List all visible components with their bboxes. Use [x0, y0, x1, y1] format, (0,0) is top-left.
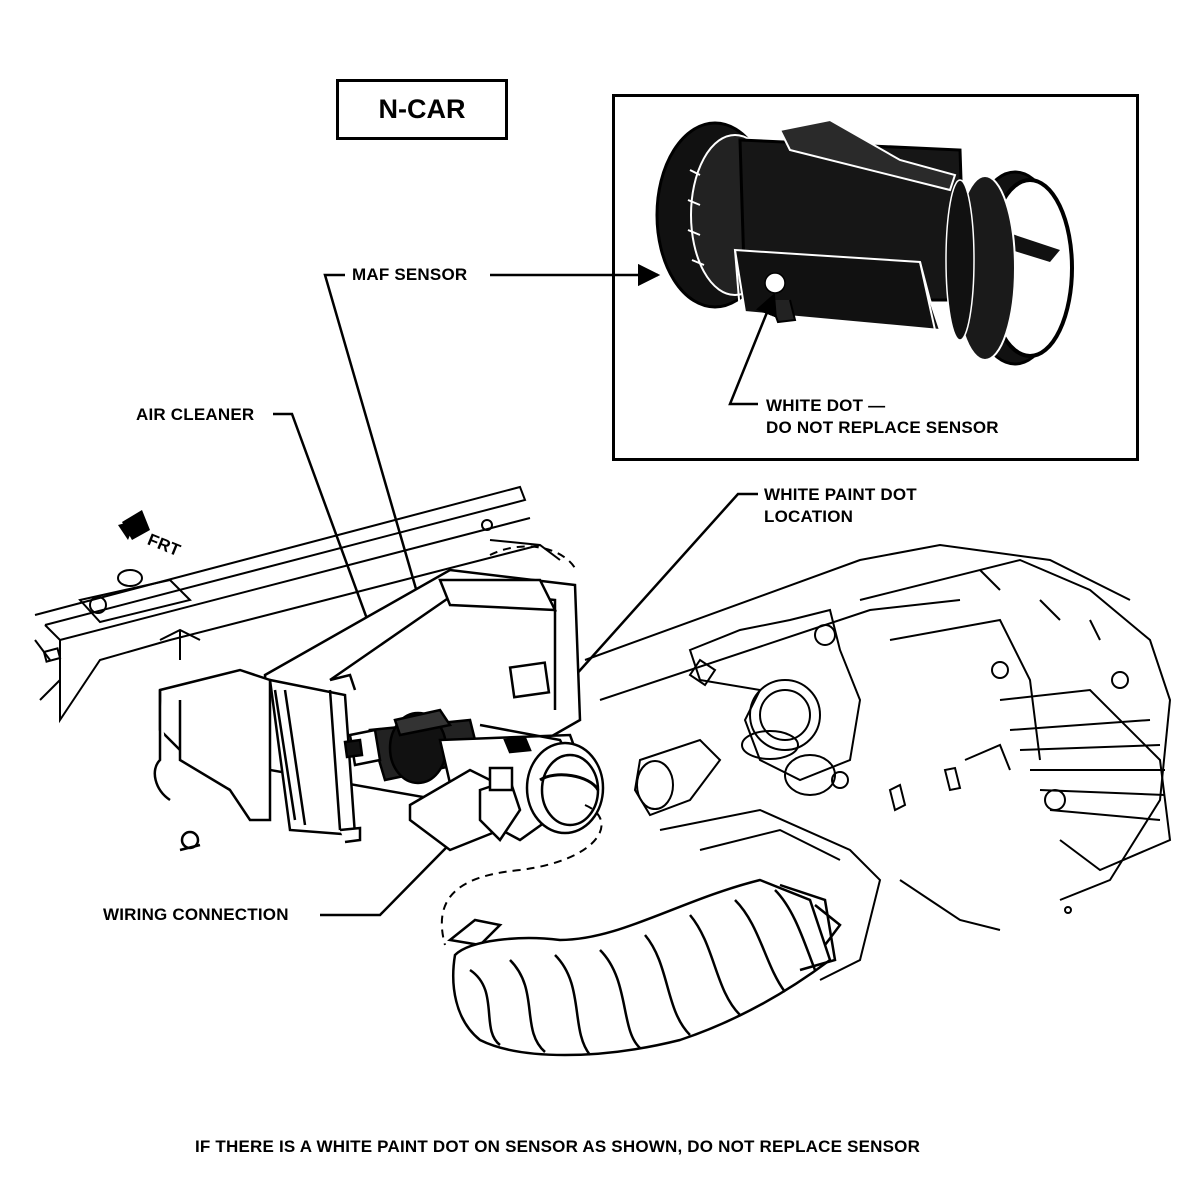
white-dot-marker — [764, 272, 786, 294]
white-dot-label-line2: DO NOT REPLACE SENSOR — [766, 418, 999, 437]
white-dot-label-line1: WHITE DOT — — [766, 396, 886, 415]
engine-throttle-body-drawing — [584, 543, 1172, 981]
inset-detail-frame — [612, 94, 1139, 461]
front-direction-arrow — [118, 510, 150, 540]
air-cleaner-label: AIR CLEANER — [136, 405, 255, 424]
frame-rail-drawing — [34, 485, 561, 724]
maf-sensor-detail-drawing — [655, 118, 1074, 366]
white-paint-dot-label-line2: LOCATION — [764, 507, 854, 526]
wiring-connection-label: WIRING CONNECTION — [103, 905, 289, 924]
wiring-harness-drawing — [440, 545, 603, 946]
white-paint-dot-label-line1: WHITE PAINT DOT — [764, 485, 917, 504]
title-box: N-CAR — [336, 79, 508, 140]
maf-sensor-installed-drawing — [343, 708, 605, 852]
intake-duct-drawing — [447, 878, 842, 1057]
diagram-title: N-CAR — [378, 94, 466, 124]
caption: IF THERE IS A WHITE PAINT DOT ON SENSOR … — [195, 1137, 921, 1156]
maf-sensor-label: MAF SENSOR — [352, 265, 468, 284]
